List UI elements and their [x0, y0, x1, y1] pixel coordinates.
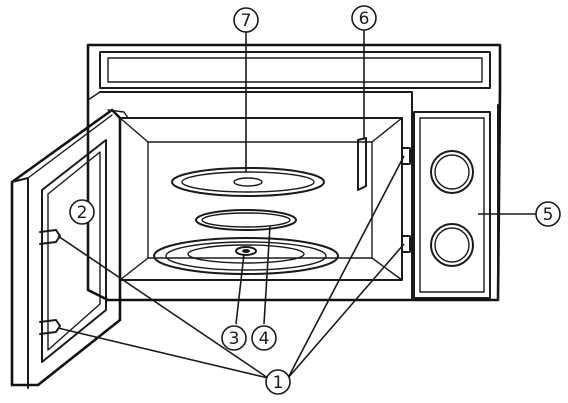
door: [10, 108, 129, 389]
roller-ring: [195, 209, 297, 231]
svg-text:4: 4: [259, 329, 270, 349]
glass-tray: [171, 167, 325, 197]
svg-text:2: 2: [77, 203, 88, 223]
oven-cavity: [119, 117, 403, 281]
interlock-slots: [401, 147, 411, 253]
waveguide-cover: [357, 137, 367, 191]
callout-5: 5: [535, 201, 561, 227]
callout-4: 4: [251, 325, 277, 351]
turntable-base: [153, 237, 339, 275]
cabinet: [86, 43, 502, 302]
svg-text:1: 1: [273, 373, 284, 393]
coupler-icon: [235, 246, 257, 256]
timer-knob-icon[interactable]: [430, 150, 474, 194]
leader-lines: [57, 30, 538, 379]
power-knob-icon[interactable]: [430, 223, 474, 267]
svg-text:3: 3: [229, 329, 240, 349]
svg-text:6: 6: [359, 9, 370, 29]
callout-7: 7: [233, 7, 259, 33]
callout-3: 3: [221, 325, 247, 351]
control-panel: [413, 111, 491, 299]
callout-2: 2: [69, 199, 95, 225]
svg-text:5: 5: [543, 205, 554, 225]
callout-6: 6: [351, 5, 377, 31]
callout-1: 1: [265, 369, 291, 395]
svg-text:7: 7: [241, 11, 252, 31]
